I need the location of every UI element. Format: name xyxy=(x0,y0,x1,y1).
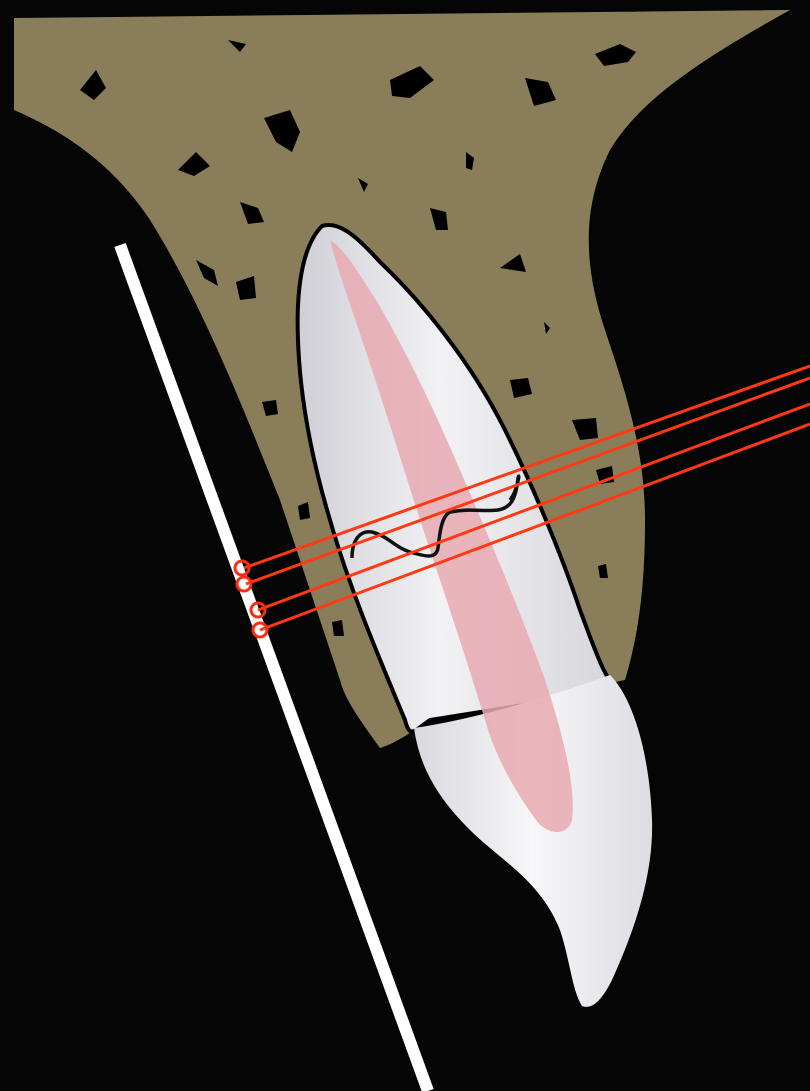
dental-radiograph-diagram xyxy=(0,0,810,1091)
